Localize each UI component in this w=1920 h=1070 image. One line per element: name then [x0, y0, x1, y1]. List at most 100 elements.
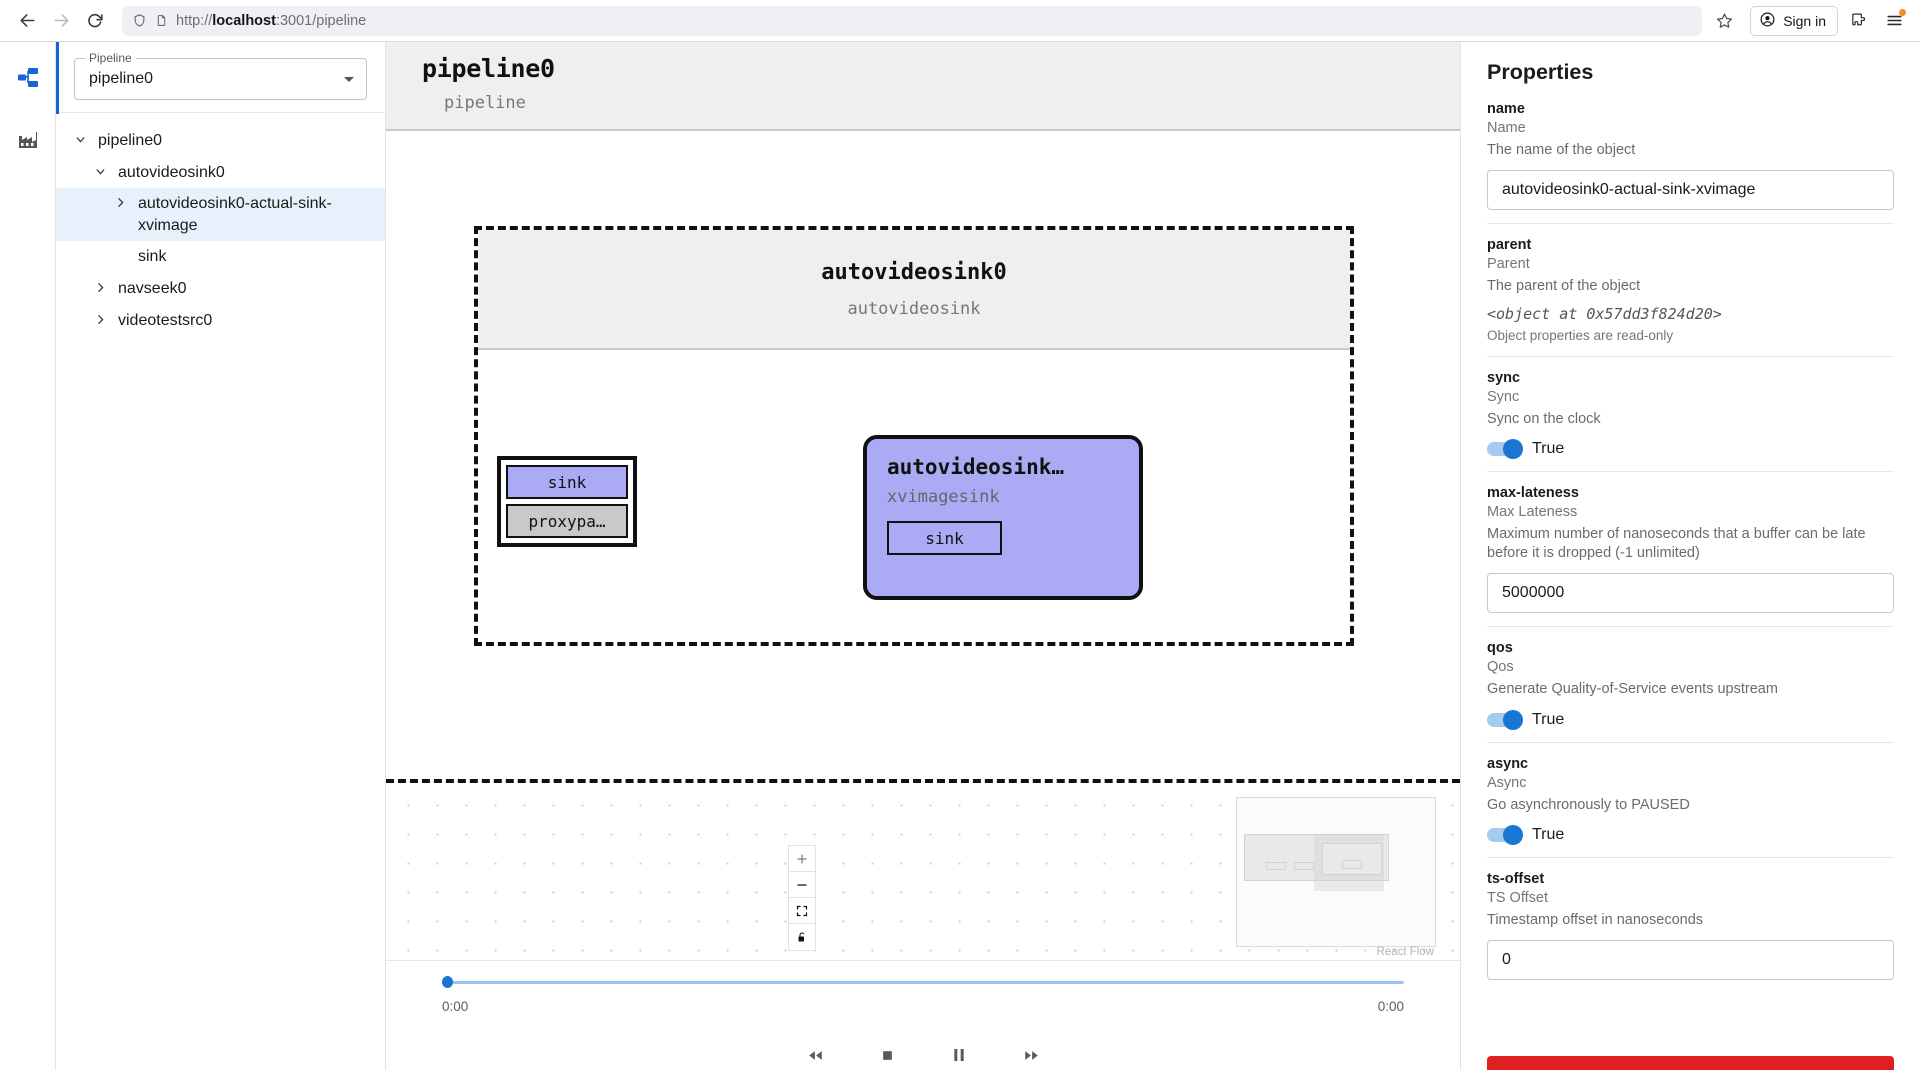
tree-item-label: pipeline0: [98, 132, 163, 149]
graph-header: pipeline0 pipeline: [386, 42, 1460, 131]
property-toggle-row: True: [1487, 438, 1894, 459]
element-node-title: autovideosink…: [887, 455, 1065, 479]
property-description: Maximum number of nanoseconds that a buf…: [1487, 525, 1866, 562]
danger-action-button[interactable]: [1487, 1056, 1894, 1070]
element-node-xvimagesink[interactable]: autovideosink… xvimagesink sink: [863, 435, 1143, 600]
property-description: The parent of the object: [1487, 278, 1641, 295]
property-key: parent: [1487, 237, 1532, 254]
property-key: sync: [1487, 369, 1521, 386]
sign-in-label: Sign in: [1783, 12, 1826, 29]
ghost-pad-node[interactable]: sink proxypa…: [497, 456, 637, 547]
chevron-right-icon[interactable]: [90, 310, 110, 326]
flow-minimap[interactable]: [1236, 797, 1436, 947]
element-node-pad-sink[interactable]: sink: [887, 521, 1002, 555]
flow-canvas[interactable]: autovideosink0 autovideosink sink proxyp…: [386, 131, 1460, 779]
property-toggle-async[interactable]: [1487, 824, 1523, 845]
zoom-in-icon[interactable]: [789, 846, 815, 872]
page-subtitle: pipeline: [444, 93, 526, 113]
rewind-button[interactable]: [800, 1040, 830, 1070]
property-toggle-row: True: [1487, 824, 1894, 845]
sign-in-button[interactable]: Sign in: [1750, 5, 1838, 36]
minimap-node: [1322, 843, 1382, 875]
tree-item-pipeline0[interactable]: pipeline0: [56, 125, 385, 157]
lock-icon[interactable]: [789, 924, 815, 950]
group-node-autovideosink0[interactable]: autovideosink0 autovideosink sink proxyp…: [474, 226, 1354, 646]
chevron-down-icon: [344, 76, 354, 82]
seek-thumb[interactable]: [442, 976, 453, 988]
group-node-title: autovideosink0: [821, 259, 1007, 285]
tree-item-sink[interactable]: sink: [56, 241, 385, 273]
zoom-out-icon[interactable]: [789, 872, 815, 898]
tree-item-label: autovideosink0-actual-sink-xvimage: [138, 195, 332, 234]
property-nick: Qos: [1487, 659, 1514, 676]
url-bar[interactable]: http://localhost:3001/pipeline: [122, 5, 1703, 36]
chrome-right-group: Sign in: [1738, 5, 1910, 37]
forward-icon[interactable]: [44, 4, 78, 38]
graph-pane: pipeline0 pipeline autovideosink0: [386, 42, 1460, 1070]
current-time: 0:00: [442, 999, 469, 1014]
pad-proxypad[interactable]: proxypa…: [506, 504, 628, 538]
chevron-down-icon[interactable]: [70, 130, 90, 146]
player-controls: 0:00 0:00: [386, 961, 1460, 1070]
flow-controls: [788, 845, 816, 951]
tree-item-label: navseek0: [118, 279, 187, 297]
property-readonly-note: Object properties are read-only: [1487, 327, 1674, 343]
menu-update-badge: [1899, 8, 1906, 16]
tree-item-navseek0[interactable]: navseek0: [56, 273, 385, 305]
fast-forward-button[interactable]: [1016, 1040, 1046, 1070]
property-input-max-lateness[interactable]: [1487, 573, 1894, 614]
property-input-name[interactable]: [1487, 170, 1894, 211]
tree-item-autovideosink0[interactable]: autovideosink0: [56, 157, 385, 189]
property-toggle-sync[interactable]: [1487, 438, 1523, 459]
account-icon: [1759, 11, 1776, 31]
back-icon[interactable]: [10, 4, 44, 38]
pad-sink[interactable]: sink: [506, 465, 628, 499]
seek-slider[interactable]: [442, 976, 1404, 988]
stop-button[interactable]: [872, 1040, 902, 1070]
chevron-down-icon[interactable]: [90, 162, 110, 178]
property-toggle-qos[interactable]: [1487, 709, 1523, 730]
property-nick: TS Offset: [1487, 889, 1548, 906]
property-toggle-row: True: [1487, 709, 1894, 730]
pipeline-select-wrapper: Pipeline pipeline0: [56, 42, 385, 112]
chevron-right-icon[interactable]: [110, 193, 130, 209]
tree-item-label: sink: [138, 248, 167, 266]
page-title: pipeline0: [422, 54, 555, 83]
flow-minimap-strip[interactable]: React Flow: [386, 783, 1460, 961]
tree-item-autovideosink0-actual-sink-xvimage[interactable]: autovideosink0-actual-sink-xvimage: [56, 188, 385, 242]
pipeline-select[interactable]: pipeline0: [74, 58, 367, 100]
minimap-node: [1266, 862, 1286, 870]
property-description: Go asynchronously to PAUSED: [1487, 796, 1690, 813]
property-key: name: [1487, 101, 1525, 117]
tree-item-videotestsrc0[interactable]: videotestsrc0: [56, 305, 385, 337]
property-nick: Parent: [1487, 256, 1530, 273]
body: Pipeline pipeline0 pipeline0 autovideosin…: [0, 42, 1920, 1070]
chevron-right-icon[interactable]: [90, 278, 110, 294]
hamburger-menu-icon[interactable]: [1878, 5, 1910, 37]
group-node-header: autovideosink0 autovideosink: [478, 230, 1350, 350]
property-nick: Sync: [1487, 388, 1520, 405]
property-input-ts-offset[interactable]: [1487, 940, 1894, 981]
pause-button[interactable]: [944, 1040, 974, 1070]
reload-icon[interactable]: [78, 4, 112, 38]
total-time: 0:00: [1377, 999, 1404, 1014]
rail-item-factory[interactable]: [8, 120, 48, 160]
tree-spacer: [110, 246, 130, 249]
property-description: The name of the object: [1487, 142, 1636, 158]
sidebar-divider: [56, 112, 385, 113]
extensions-icon[interactable]: [1842, 5, 1874, 37]
property-key: qos: [1487, 640, 1513, 657]
seek-track: [442, 981, 1404, 984]
star-icon[interactable]: [1710, 7, 1738, 35]
fit-view-icon[interactable]: [789, 898, 815, 924]
property-key: async: [1487, 755, 1529, 772]
rail-item-pipeline-graph[interactable]: [8, 58, 48, 98]
